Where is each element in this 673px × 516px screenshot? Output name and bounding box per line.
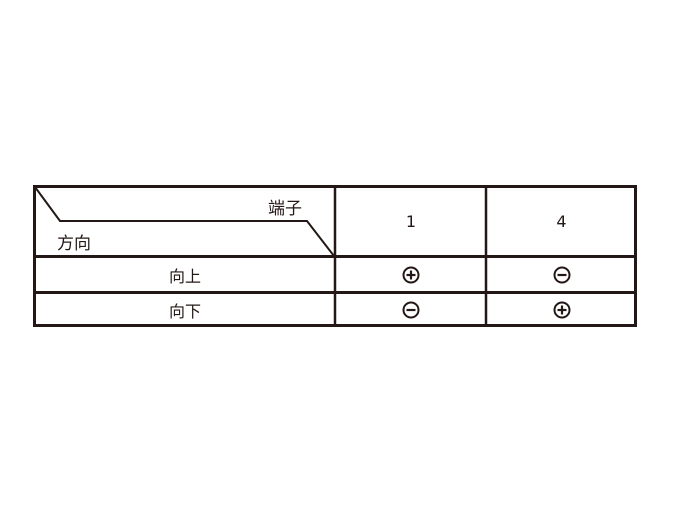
circled-minus-icon [553, 266, 570, 284]
circled-minus-icon [402, 301, 420, 318]
cell-up-terminal-4 [487, 258, 636, 292]
cell-down-terminal-4 [487, 294, 636, 325]
cell-up-terminal-1 [336, 258, 486, 292]
row-label-down: 向下 [168, 301, 201, 321]
header-direction-label: 方向 [57, 234, 91, 254]
cell-down-terminal-1 [336, 294, 486, 325]
circled-plus-icon [402, 266, 420, 284]
circled-plus-icon [553, 301, 570, 318]
column-header-terminal-1: 1 [405, 212, 417, 231]
header-terminal-label: 端子 [268, 199, 302, 219]
table-grid [33, 185, 637, 327]
row-label-up: 向上 [168, 267, 201, 286]
column-header-terminal-4: 4 [556, 212, 567, 231]
polarity-table: 端子 方向 1 4 向上 向下 [33, 185, 637, 327]
